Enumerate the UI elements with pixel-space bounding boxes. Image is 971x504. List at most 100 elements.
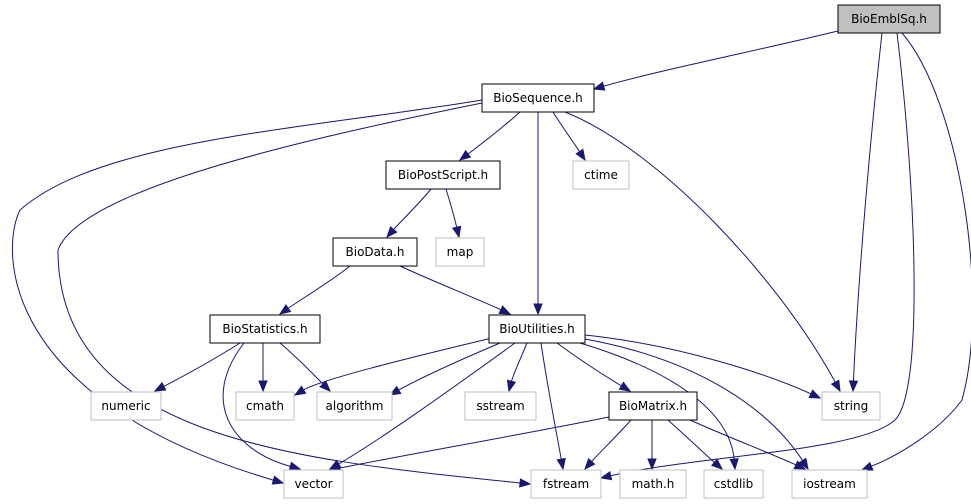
- node-box[interactable]: [385, 160, 501, 190]
- node-box[interactable]: [608, 391, 698, 421]
- node-box: [90, 391, 162, 421]
- arrowhead-icon: [153, 381, 167, 392]
- edge-line: [466, 111, 521, 155]
- edge-line: [11, 99, 483, 481]
- arrowhead-icon: [618, 381, 632, 392]
- arrowhead-icon: [729, 458, 739, 471]
- edge-line: [556, 342, 623, 387]
- edge-biosequence-to-biopostscript: [458, 111, 521, 161]
- edge-bioemblsq-to-string: [848, 32, 883, 393]
- node-box[interactable]: [332, 237, 418, 267]
- node-box: [791, 469, 868, 499]
- arrowhead-icon: [386, 226, 398, 239]
- node-label: BioEmblSq.h: [851, 12, 927, 26]
- node-string: string: [821, 391, 881, 421]
- edge-line: [279, 342, 324, 385]
- node-box: [464, 391, 537, 421]
- node-biomatrix[interactable]: BioMatrix.h: [608, 391, 698, 421]
- arrowhead-icon: [293, 385, 307, 396]
- arrowhead-icon: [451, 225, 462, 239]
- edge-biosequence-to-string: [564, 111, 841, 393]
- node-box: [316, 391, 393, 421]
- edge-line: [602, 30, 839, 87]
- node-label: BioStatistics.h: [222, 322, 307, 336]
- edge-bioutilities-to-algorithm: [388, 342, 501, 396]
- node-label: map: [447, 245, 474, 259]
- node-algorithm: algorithm: [316, 391, 393, 421]
- edge-line: [564, 111, 837, 384]
- arrowhead-icon: [556, 457, 566, 471]
- edge-line: [870, 32, 971, 468]
- edge-biosequence-to-bioutilities: [533, 112, 543, 316]
- node-box: [530, 469, 602, 499]
- node-box[interactable]: [209, 314, 321, 344]
- node-bioemblsq[interactable]: BioEmblSq.h: [837, 4, 941, 34]
- arrowhead-icon: [458, 149, 472, 161]
- node-map: map: [435, 237, 485, 267]
- arrowhead-icon: [506, 379, 517, 393]
- arrowhead-icon: [319, 380, 331, 392]
- edge-bioutilities-to-string: [584, 334, 822, 399]
- node-cstdlib: cstdlib: [703, 469, 764, 499]
- edge-bioemblsq-to-biosequence: [592, 30, 839, 91]
- arrowhead-icon: [592, 81, 606, 91]
- node-label: BioMatrix.h: [619, 399, 687, 413]
- edge-line: [584, 334, 813, 395]
- arrowhead-icon: [498, 305, 512, 315]
- edge-bioutilities-to-biomatrix: [556, 342, 632, 392]
- node-box: [435, 237, 485, 267]
- arrowhead-icon: [848, 380, 859, 393]
- edge-line: [590, 419, 632, 463]
- edge-biomatrix-to-vector: [328, 416, 610, 473]
- arrowhead-icon: [278, 304, 292, 315]
- edge-biomatrix-to-mathh: [647, 420, 657, 471]
- node-label: cstdlib: [714, 477, 753, 491]
- node-cmath: cmath: [235, 391, 295, 421]
- edge-line: [540, 342, 562, 461]
- edge-biostatistics-to-cmath: [258, 343, 268, 393]
- edge-line: [689, 419, 798, 466]
- node-label: cmath: [246, 399, 284, 413]
- arrowhead-icon: [860, 461, 874, 471]
- node-box[interactable]: [488, 314, 586, 344]
- arrowhead-icon: [533, 303, 543, 316]
- edge-line: [667, 419, 716, 464]
- arrowhead-icon: [388, 385, 402, 396]
- node-biodata[interactable]: BioData.h: [332, 237, 418, 267]
- node-label: iostream: [803, 477, 856, 491]
- node-mathh: math.h: [619, 469, 687, 499]
- edge-biosequence-to-fstream: [57, 102, 532, 488]
- node-box[interactable]: [481, 83, 595, 113]
- arrowhead-icon: [798, 457, 809, 471]
- arrowhead-icon: [288, 461, 302, 471]
- node-label: BioData.h: [346, 245, 405, 259]
- node-box: [235, 391, 295, 421]
- edge-biopostscript-to-biodata: [386, 188, 432, 239]
- node-label: sstream: [476, 399, 524, 413]
- edge-line: [609, 32, 915, 477]
- edge-biosequence-to-vector: [11, 99, 483, 485]
- node-box: [572, 160, 630, 190]
- node-label: fstream: [543, 477, 589, 491]
- node-bioutilities[interactable]: BioUtilities.h: [488, 314, 586, 344]
- node-numeric: numeric: [90, 391, 162, 421]
- node-biopostscript[interactable]: BioPostScript.h: [385, 160, 501, 190]
- edge-biostatistics-to-numeric: [153, 342, 241, 392]
- node-box[interactable]: [837, 4, 941, 34]
- node-biostatistics[interactable]: BioStatistics.h: [209, 314, 321, 344]
- node-biosequence[interactable]: BioSequence.h: [481, 83, 595, 113]
- arrowhead-icon: [647, 458, 657, 471]
- edge-line: [397, 342, 501, 391]
- edge-bioutilities-to-fstream: [540, 342, 566, 471]
- arrowhead-icon: [599, 470, 613, 481]
- edge-line: [222, 342, 292, 468]
- node-fstream: fstream: [530, 469, 602, 499]
- arrowhead-icon: [584, 458, 596, 471]
- edge-line: [852, 32, 883, 383]
- edge-line: [552, 111, 581, 153]
- node-box: [821, 391, 881, 421]
- edge-line: [510, 342, 528, 383]
- edge-line: [337, 342, 516, 465]
- edge-line: [302, 337, 493, 391]
